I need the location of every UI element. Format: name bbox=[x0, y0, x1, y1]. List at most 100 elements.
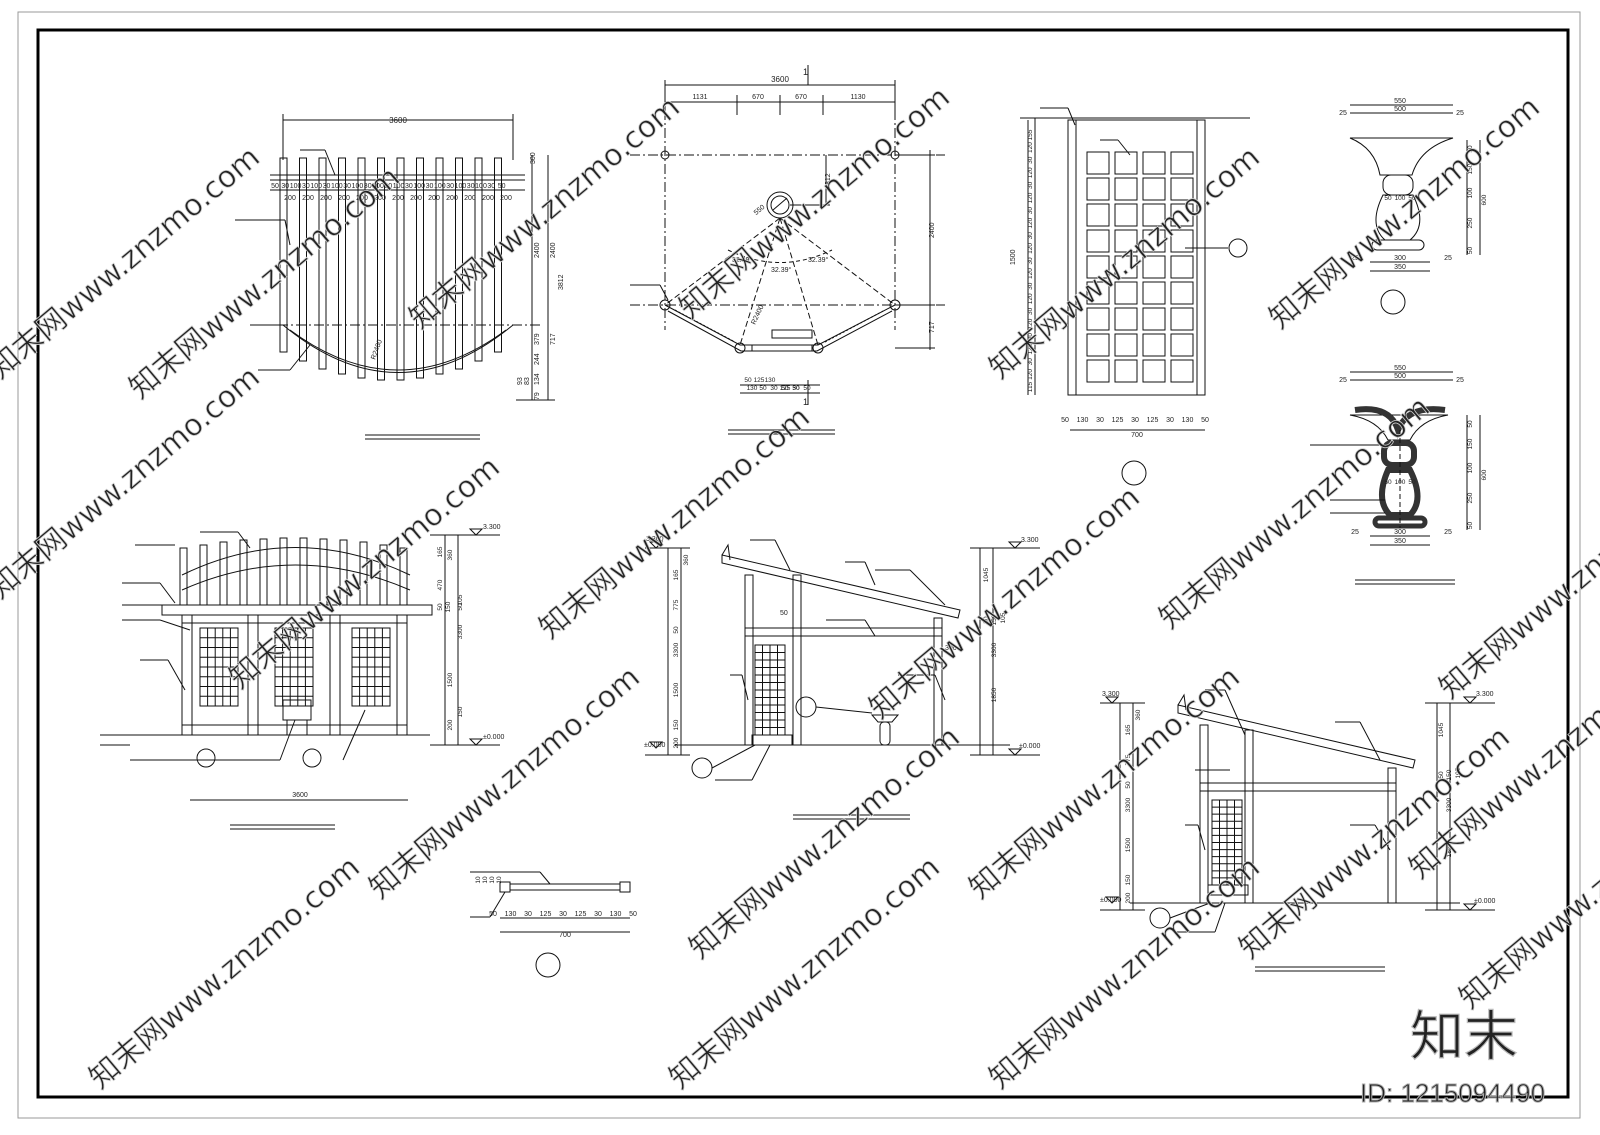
watermark-logo: 知末 bbox=[1410, 1007, 1518, 1067]
lattice-left-dim: 120 bbox=[1027, 142, 1034, 153]
side2-dims-right-dim: 1045 bbox=[1438, 722, 1445, 737]
lattice-left-dim: 30 bbox=[1027, 156, 1034, 164]
side1-level-top: 3.300 bbox=[646, 536, 664, 543]
plan1-spacing-dim: 200 bbox=[500, 195, 512, 202]
stool1-dims-top-25a: 25 bbox=[1339, 110, 1347, 117]
lattice-cell bbox=[1114, 151, 1138, 175]
plan2-angle-3: 32.39° bbox=[808, 256, 829, 264]
watermark-text: 知末网www.znzmo.com bbox=[983, 140, 1267, 386]
rafter-bar bbox=[279, 157, 288, 353]
rafter-bar bbox=[474, 157, 483, 362]
rafter-bar bbox=[338, 157, 346, 375]
side1-dims-left-dim: 1500 bbox=[673, 682, 680, 697]
plan1-dim-79: 79 bbox=[534, 392, 541, 400]
lattice-cell bbox=[1170, 307, 1194, 331]
stool2-dims-bot-25a: 25 bbox=[1351, 529, 1359, 536]
stool2-dims-top-550: 550 bbox=[1394, 365, 1406, 372]
lattice-cell bbox=[1114, 255, 1138, 279]
side2-dims-right-dim: 3300 bbox=[1446, 797, 1453, 812]
lattice-cell bbox=[1086, 333, 1110, 357]
stool2-dims-right-dim: 250 bbox=[1467, 492, 1474, 503]
side1-dims-left-dim: 165 bbox=[673, 569, 680, 580]
plan1-dim-244: 244 bbox=[534, 353, 541, 365]
stool1-dims-right-total: 600 bbox=[1481, 194, 1488, 205]
stool1-dims-right-dim: 100 bbox=[1467, 187, 1474, 198]
plan2-bottom-dim: 30 bbox=[770, 385, 778, 392]
watermark-text: 知末网www.znzmo.com bbox=[363, 660, 647, 906]
stool1-dims-right-dim: 50 bbox=[1467, 247, 1474, 255]
lattice-cell bbox=[1114, 203, 1138, 227]
plan1-gap-dim: 100 bbox=[393, 183, 405, 190]
lattice-left-dim: 30 bbox=[1027, 358, 1034, 366]
lattice-left-dim: 115 bbox=[1027, 381, 1034, 392]
plan2-bottom-dim: 50 bbox=[744, 377, 752, 384]
plan2-section-mark-bottom: 1 bbox=[803, 397, 808, 407]
watermark-text: 知末网www.znzmo.com bbox=[673, 80, 957, 326]
plan1-spacing-dim: 200 bbox=[374, 195, 386, 202]
side1-dims-left-dim: 775 bbox=[673, 599, 680, 610]
side2-dims-left-dim: 775 bbox=[1125, 754, 1132, 765]
rafter-bar bbox=[416, 157, 424, 379]
lattice-cell bbox=[1114, 359, 1138, 383]
stool2-dims-top-25b: 25 bbox=[1456, 377, 1464, 384]
stool2-dims-bot-350: 350 bbox=[1394, 538, 1406, 545]
rafter-bar bbox=[299, 157, 307, 362]
lattice-left-dim: 30 bbox=[1027, 181, 1034, 189]
side1-dims-right-dim: 50 bbox=[983, 616, 990, 624]
front-rafter bbox=[239, 539, 248, 606]
plan1-spacing-dim: 200 bbox=[302, 195, 314, 202]
lattice-bottom-dim: 30 bbox=[1131, 417, 1139, 424]
side1-dims-left-dim: 360 bbox=[683, 554, 690, 565]
lattice-cell bbox=[1114, 177, 1138, 201]
latsec-bottom-dim: 125 bbox=[575, 911, 587, 918]
side2-dims-right-dim: 50 bbox=[1438, 771, 1445, 779]
plan1-spacing-dim: 200 bbox=[284, 195, 296, 202]
latsec-bottom-dim: 50 bbox=[489, 911, 497, 918]
rafter-bar bbox=[435, 157, 444, 375]
lattice-cell bbox=[1114, 333, 1138, 357]
lattice-bottom-dim: 30 bbox=[1166, 417, 1174, 424]
stool2-dims-bot-300: 300 bbox=[1394, 529, 1406, 536]
front-dim: 1500 bbox=[447, 672, 454, 687]
front-dim: 200 bbox=[447, 719, 454, 730]
lattice-cell bbox=[1086, 203, 1110, 227]
plan1-gap-dim: 100 bbox=[434, 183, 446, 190]
plan1-width: 3600 bbox=[389, 116, 407, 125]
plan2-bottom-dim: 125 bbox=[754, 377, 765, 384]
lattice-left-dim: 120 bbox=[1027, 192, 1034, 203]
latsec-left-dim: 10 bbox=[475, 876, 482, 884]
plan2-bottom-dim: 30 bbox=[792, 385, 800, 392]
lattice-bottom-dim: 30 bbox=[1096, 417, 1104, 424]
lattice-cell bbox=[1142, 255, 1166, 279]
watermark-text: 知末网www.znzmo.com bbox=[123, 160, 407, 406]
lattice-cell bbox=[1086, 177, 1110, 201]
lattice-bottom-dim: 130 bbox=[1182, 417, 1194, 424]
side-elevation-right: 3.300 ±0.000 3.300 ±0.000 36016577550330… bbox=[1100, 689, 1495, 972]
plan1-spacing-dim: 200 bbox=[410, 195, 422, 202]
stool1-dims-right-dim: 150 bbox=[1467, 163, 1474, 174]
side1-dims-left-dim: 3300 bbox=[673, 642, 680, 657]
latsec-left-dim: 10 bbox=[489, 876, 496, 884]
outer-border bbox=[17, 11, 1581, 1119]
plan2-dim-670b: 670 bbox=[795, 94, 807, 101]
plan1-spacing-dim: 200 bbox=[320, 195, 332, 202]
plan1-spacing-dim: 200 bbox=[338, 195, 350, 202]
side1-dims-left-dim: 50 bbox=[673, 626, 680, 634]
plan2-circle-dim: 550 bbox=[753, 204, 767, 217]
lattice-left-dim: 120 bbox=[1027, 268, 1034, 279]
lattice-cell bbox=[1114, 281, 1138, 305]
plan2-dim-1131: 1131 bbox=[692, 94, 707, 101]
stool2-dims-inner-dim: 100 bbox=[1395, 479, 1406, 486]
plan2-dim-670a: 670 bbox=[752, 94, 764, 101]
side2-level-zero-right: ±0.000 bbox=[1474, 898, 1495, 905]
front-dim: 105 bbox=[457, 594, 464, 605]
plan1-dim-93: 93 bbox=[517, 377, 524, 385]
side1-dims-right-dim: 150 bbox=[991, 614, 998, 625]
lattice-cell bbox=[1170, 359, 1194, 383]
plan2-angle-2: 32.39° bbox=[771, 266, 792, 274]
front-dim: 3300 bbox=[457, 624, 464, 639]
inner-border bbox=[36, 28, 1570, 1099]
